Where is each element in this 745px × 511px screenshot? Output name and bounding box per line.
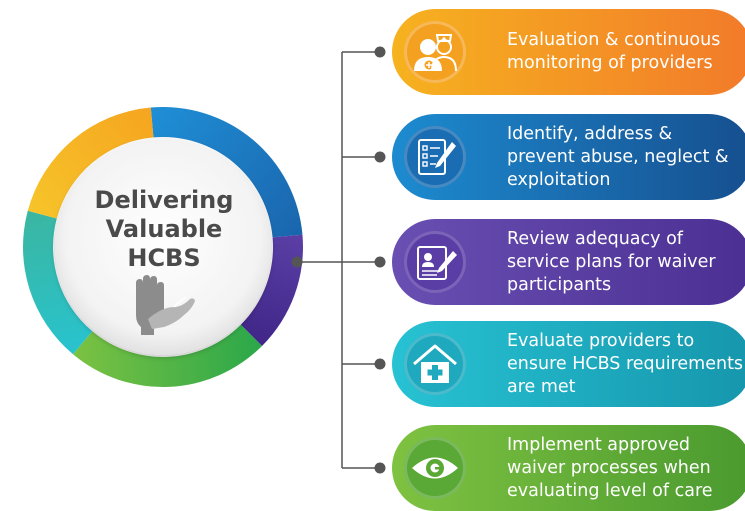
hub-center bbox=[55, 139, 271, 355]
item-line: ensure HCBS requirements bbox=[507, 353, 744, 374]
ring-segment-yellow bbox=[27, 107, 154, 219]
item-icon-circle bbox=[404, 231, 466, 293]
item-icon-circle bbox=[404, 437, 466, 499]
item-icon-circle bbox=[404, 126, 466, 188]
item-text: Implement approved waiver processes when… bbox=[507, 425, 745, 511]
item-line: prevent abuse, neglect & bbox=[507, 146, 729, 167]
helping-hands-icon bbox=[136, 275, 195, 335]
item-identify-abuse: Identify, address & prevent abuse, negle… bbox=[392, 114, 745, 200]
item-line: Identify, address & bbox=[507, 123, 673, 144]
item-line: evaluating level of care bbox=[507, 480, 713, 501]
item-line: monitoring of providers bbox=[507, 53, 713, 73]
ring-segment-teal bbox=[22, 210, 93, 355]
item-text: Review adequacy of service plans for wai… bbox=[507, 219, 745, 305]
hub-title-line: Delivering bbox=[94, 186, 234, 214]
ring-segment-blue bbox=[150, 107, 303, 238]
ring-segment-purple bbox=[240, 234, 303, 346]
item-review-service-plans: Review adequacy of service plans for wai… bbox=[392, 219, 745, 305]
item-icon-circle bbox=[404, 21, 466, 83]
connector-lines bbox=[297, 51, 380, 469]
profile-document-icon bbox=[417, 246, 457, 280]
item-line: are met bbox=[507, 376, 576, 397]
item-line: Review adequacy of bbox=[507, 228, 683, 249]
item-line: Evaluate providers to bbox=[507, 330, 695, 351]
item-evaluate-providers: Evaluate providers to ensure HCBS requir… bbox=[392, 321, 745, 407]
hub-title-line: Valuable bbox=[105, 215, 223, 243]
item-text: Identify, address & prevent abuse, negle… bbox=[507, 114, 745, 200]
item-icon-circle bbox=[404, 333, 466, 395]
item-line: Implement approved bbox=[507, 434, 690, 455]
checklist-pen-icon bbox=[418, 139, 456, 175]
hub-title: Delivering Valuable HCBS bbox=[64, 186, 264, 273]
item-line: exploitation bbox=[507, 169, 611, 190]
item-line: waiver processes when bbox=[507, 457, 711, 478]
item-implement-waiver: Implement approved waiver processes when… bbox=[392, 425, 745, 511]
item-text: Evaluation & continuous monitoring of pr… bbox=[507, 9, 745, 95]
item-line: Evaluation & continuous bbox=[507, 30, 721, 50]
item-line: service plans for waiver bbox=[507, 251, 716, 272]
item-evaluation-monitoring: Evaluation & continuous monitoring of pr… bbox=[392, 9, 745, 95]
hub-title-line: HCBS bbox=[127, 244, 201, 272]
medical-house-icon bbox=[413, 344, 457, 383]
item-text: Evaluate providers to ensure HCBS requir… bbox=[507, 321, 745, 407]
ring-segment-green bbox=[73, 324, 262, 387]
item-line: participants bbox=[507, 274, 612, 295]
eye-icon bbox=[412, 457, 458, 479]
nurse-provider-icon bbox=[414, 34, 457, 72]
